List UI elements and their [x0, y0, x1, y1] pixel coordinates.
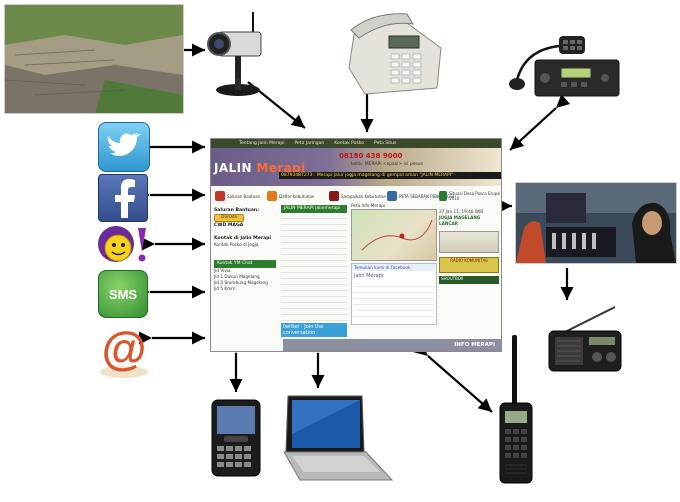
tile-situasi[interactable]: Situasi Desa Pasca Erupsi 2010 — [439, 189, 501, 203]
saluran-title: Saluran Bantuan: — [214, 208, 260, 213]
jalin-merapi-website: Tentang Jalin Merapi Peta Jaringan Konta… — [210, 138, 502, 352]
portable-radio — [545, 305, 625, 375]
brand-accent: Merapi — [256, 161, 306, 175]
twitter-footer: twitter · Join the conversation — [281, 323, 347, 337]
shoutbox-label: SHOUTBOX — [439, 276, 499, 284]
radio-studio-photo — [515, 182, 677, 264]
tile-saluran[interactable]: Saluran Bantuan — [215, 189, 260, 203]
peta-title: Peta Info Merapi — [351, 203, 386, 208]
facebook-widget: Temukan kami di Facebook Jalin Merapi — [351, 263, 437, 325]
twitter-label: twitter — [283, 324, 300, 330]
sms-instruction: ketik: MERAPI <spasi> isi pesan — [351, 162, 424, 167]
email-icon: @ — [96, 320, 154, 380]
desk-telephone — [345, 8, 445, 96]
tile-kebutuhan[interactable]: Daftar Kebutuhan — [267, 189, 314, 203]
lahar-flow-photo — [4, 4, 184, 114]
join-label[interactable]: Join the conversation — [283, 324, 324, 336]
laptop — [280, 394, 395, 486]
fb-title: Temukan kami di Facebook — [352, 264, 436, 271]
tweet-list — [281, 213, 347, 323]
tile-sampaikan-label: Sampaikan Kebutuhan Anda — [341, 193, 398, 199]
nav-item-contact[interactable]: Kontak Posko — [334, 141, 365, 146]
fb-feed — [354, 281, 434, 319]
posko-label: Kontak Posko di Jogja — [214, 242, 259, 247]
cwd-label: CWD MAGA — [214, 223, 244, 228]
facebook-icon — [98, 174, 148, 222]
nav-item-network-map[interactable]: Peta Jaringan — [294, 141, 325, 146]
svg-text:@: @ — [102, 322, 147, 374]
ym-item[interactable]: Jid 1 Dukun Magelang — [214, 274, 260, 279]
base-station-radio — [505, 30, 625, 105]
cctv-camera — [205, 10, 265, 105]
date-label: 27 Jan 11, 19:46 WIB — [439, 209, 484, 214]
arrow-radio-site — [509, 94, 571, 151]
tile-peta-label: PETA SEBARAN PENGUNGSI — [399, 193, 455, 199]
site-banner: JALIN Merapi 08180 438 9000 ketik: MERAP… — [211, 148, 501, 186]
site-brand: JALIN Merapi — [214, 161, 306, 175]
twitter-column: JALIN MERAPI jalinmerapi twitter · Join … — [281, 205, 347, 337]
fb-page[interactable]: Jalin Merapi — [354, 273, 384, 279]
tile-saluran-label: Saluran Bantuan — [227, 193, 261, 199]
smartphone — [210, 398, 262, 478]
brand-main: JALIN — [214, 161, 252, 175]
sms-number: 08180 438 9000 — [339, 152, 403, 160]
nav-item-sitemap[interactable]: Peta Situs — [374, 141, 397, 146]
site-navbar: Tentang Jalin Merapi Peta Jaringan Konta… — [211, 139, 501, 148]
radio-player[interactable] — [439, 231, 499, 253]
sms-icon-label: SMS — [108, 286, 138, 302]
left-column: Saluran Bantuan: Donate CWD MAGA Kontak … — [214, 207, 276, 292]
tile-peta[interactable]: PETA SEBARAN PENGUNGSI — [387, 189, 454, 203]
contact-title: Kontak di Jalin Merapi — [214, 236, 272, 241]
ym-item[interactable]: Jid 5 Kmrn — [214, 286, 236, 291]
ym-title: Kontak YM Chat — [214, 260, 276, 268]
right-column: 27 Jan 11, 19:46 WIB JOGJA MAGELANG LANC… — [439, 209, 499, 284]
tile-sampaikan[interactable]: Sampaikan Kebutuhan Anda — [329, 189, 398, 203]
route-label: JOGJA MAGELANG LANCAR — [439, 215, 481, 226]
tile-kebutuhan-label: Daftar Kebutuhan — [279, 193, 315, 199]
info-map[interactable] — [351, 209, 437, 261]
nav-item-about[interactable]: Tentang Jalin Merapi — [239, 141, 285, 146]
radio-ad[interactable]: RADIO KOMUNITAS — [439, 257, 499, 273]
yahoo-messenger-icon — [94, 222, 154, 268]
info-merapi-bar: INFO MERAPI — [283, 339, 501, 351]
news-ticker: 08793487273 : Merapi Jalur jogja magelan… — [279, 172, 501, 179]
sms-icon: SMS — [98, 270, 148, 318]
twitter-icon — [98, 122, 150, 172]
ym-item[interactable]: Jid Vivia — [214, 268, 231, 273]
ym-item[interactable]: Jid 3 Srumbung Magelang — [214, 280, 268, 285]
donate-button[interactable]: Donate — [214, 214, 245, 222]
tile-situasi-label: Situasi Desa Pasca Erupsi 2010 — [449, 191, 501, 201]
handheld-transceiver — [496, 333, 536, 485]
jalinmerapi-title: JALIN MERAPI jalinmerapi — [281, 205, 347, 213]
arrow-site-ht — [413, 342, 493, 413]
